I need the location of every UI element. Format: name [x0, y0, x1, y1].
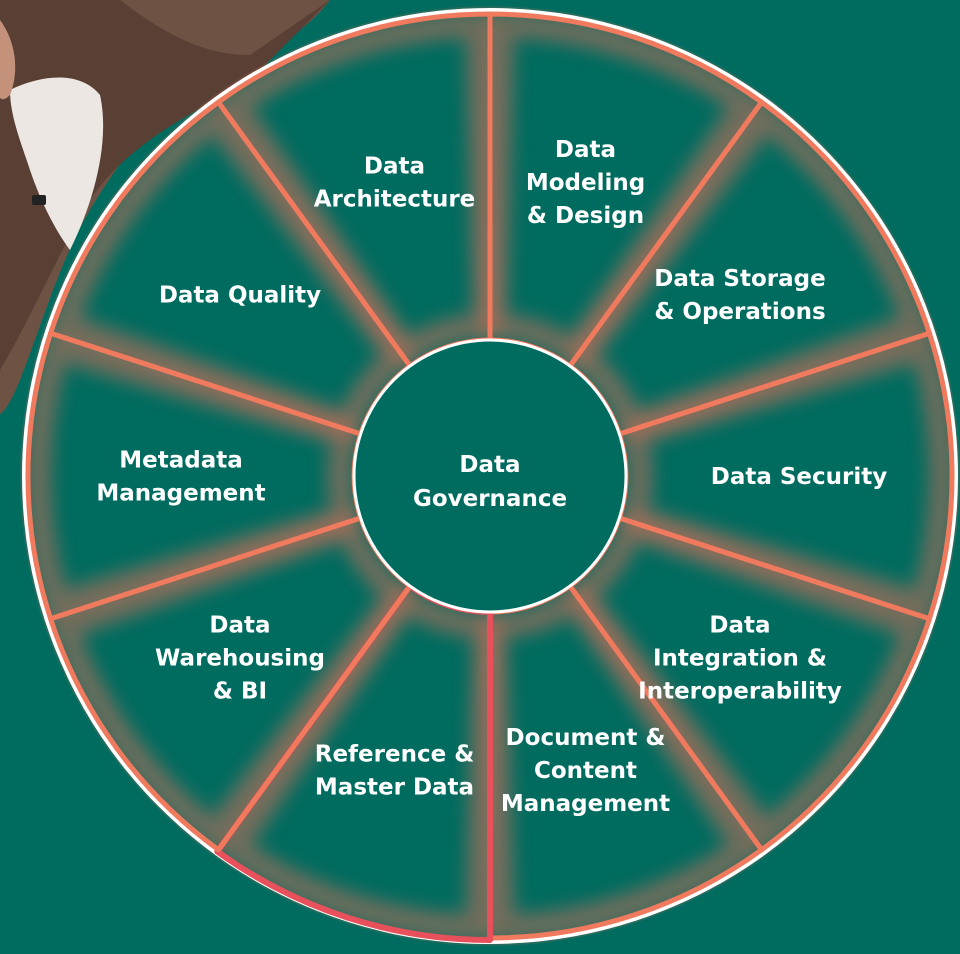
- segment-label-line: Architecture: [314, 187, 476, 213]
- segment-label-line: Modeling: [526, 170, 645, 196]
- segment-label-line: Management: [501, 791, 670, 817]
- segment-glow-data-architecture: [215, 10, 500, 371]
- segment-label-line: Data Quality: [159, 282, 321, 308]
- segment-label-line: Data: [364, 154, 425, 180]
- segment-glow-data-security: [617, 331, 955, 621]
- segment-label-line: Master Data: [315, 774, 474, 800]
- segment-label-line: & Design: [527, 203, 644, 229]
- segment-glow-data-warehousing-bi: [47, 509, 417, 853]
- segment-label-data-security: Data Security: [711, 464, 888, 490]
- segment-glow-data-modeling-design: [480, 10, 765, 371]
- segment-label-line: & Operations: [654, 299, 825, 325]
- segment-label-line: Data: [209, 613, 270, 639]
- segment-label-line: Metadata: [119, 448, 243, 474]
- segment-glow-data-quality: [47, 99, 417, 443]
- segment-label-line: Document &: [506, 725, 666, 751]
- segment-label-data-quality: Data Quality: [159, 282, 321, 308]
- segment-glow-data-storage-operations: [563, 99, 933, 443]
- segment-label-line: Management: [96, 481, 265, 507]
- photo-fragment: [0, 0, 330, 414]
- segment-label-line: Warehousing: [155, 646, 325, 672]
- segment-label-line: Integration &: [653, 646, 827, 672]
- segment-glow: [25, 10, 955, 942]
- segment-label-line: Data: [709, 613, 770, 639]
- center-label-line-2: Governance: [413, 486, 567, 512]
- segment-glow-document-content-management: [480, 581, 765, 942]
- center-circle: [352, 338, 628, 614]
- segment-label-data-storage-operations: Data Storage & Operations: [654, 266, 825, 325]
- segment-label-line: Data: [555, 137, 616, 163]
- segment-label-line: Content: [534, 758, 637, 784]
- segment-label-reference-master-data: Reference & Master Data: [315, 741, 475, 800]
- segment-label-line: Data Storage: [654, 266, 825, 292]
- segment-label-line: Interoperability: [638, 679, 842, 705]
- segment-label-line: Data Security: [711, 464, 888, 490]
- segment-glow-metadata-management: [25, 331, 363, 621]
- segment-label-line: & BI: [213, 679, 267, 705]
- center-label-line-1: Data: [459, 452, 520, 478]
- segment-label-line: Reference &: [315, 741, 475, 767]
- center-hub: Data Governance: [352, 338, 628, 614]
- segment-glow-data-integration-interoperability: [563, 509, 933, 853]
- segment-glow-reference-master-data: [215, 581, 500, 942]
